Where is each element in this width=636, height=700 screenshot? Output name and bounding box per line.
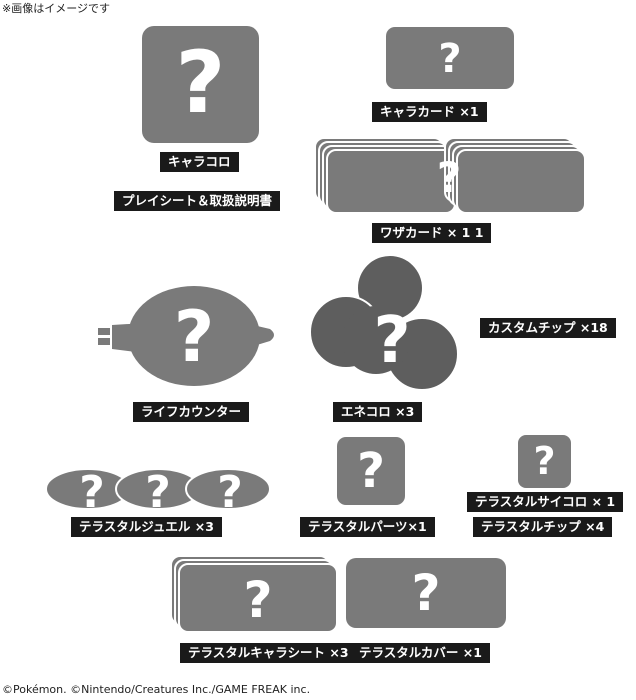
question-mark-icon: ?	[243, 571, 273, 629]
chara-card-image: ?	[386, 27, 514, 89]
terastal-dice-image: ?	[518, 435, 571, 488]
life-counter-image: ?	[98, 286, 274, 386]
copyright-text: ©Pokémon. ©Nintendo/Creatures Inc./GAME …	[2, 683, 311, 696]
label-chara-koro: キャラコロ	[160, 152, 239, 172]
label-terastal-jewel: テラスタルジュエル ×3	[71, 517, 222, 537]
label-terastal-chara-sheet: テラスタルキャラシート ×3	[180, 643, 357, 663]
question-mark-icon: ?	[438, 36, 462, 82]
question-mark-icon: ?	[79, 467, 105, 518]
terastal-parts-image: ?	[337, 437, 405, 505]
eneko-koro-image: ?	[309, 256, 459, 391]
question-mark-icon: ?	[533, 439, 556, 483]
label-play-sheet: プレイシート＆取扱説明書	[114, 191, 281, 211]
label-terastal-parts: テラスタルパーツ×1	[300, 517, 435, 537]
question-mark-icon: ?	[145, 467, 171, 518]
question-mark-icon: ?	[217, 467, 243, 518]
image-disclaimer-note: ※画像はイメージです	[2, 2, 110, 15]
terastal-chara-sheet-front: ?	[178, 563, 338, 633]
question-mark-icon: ?	[411, 564, 441, 622]
waza-card-right	[456, 149, 586, 214]
label-eneko-koro: エネコロ ×3	[333, 402, 423, 422]
label-terastal-chip: テラスタルチップ ×4	[473, 517, 613, 537]
question-mark-icon: ?	[436, 153, 462, 202]
terastal-cover-image: ?	[346, 558, 506, 628]
label-chara-card: キャラカード ×1	[372, 102, 487, 122]
label-terastal-cover: テラスタルカバー ×1	[351, 643, 490, 663]
terastal-jewel-image: ? ? ?	[45, 467, 271, 518]
label-waza-card: ワザカード × 1 1	[372, 223, 492, 243]
chara-koro-image: ?	[142, 26, 259, 143]
question-mark-icon: ?	[357, 443, 385, 499]
question-mark-icon: ?	[175, 33, 226, 133]
label-custom-chip: カスタムチップ ×18	[480, 318, 616, 338]
question-mark-icon: ?	[373, 304, 410, 378]
label-terastal-dice: テラスタルサイコロ × 1	[467, 492, 624, 512]
label-life-counter: ライフカウンター	[133, 402, 250, 422]
question-mark-icon: ?	[174, 296, 215, 378]
